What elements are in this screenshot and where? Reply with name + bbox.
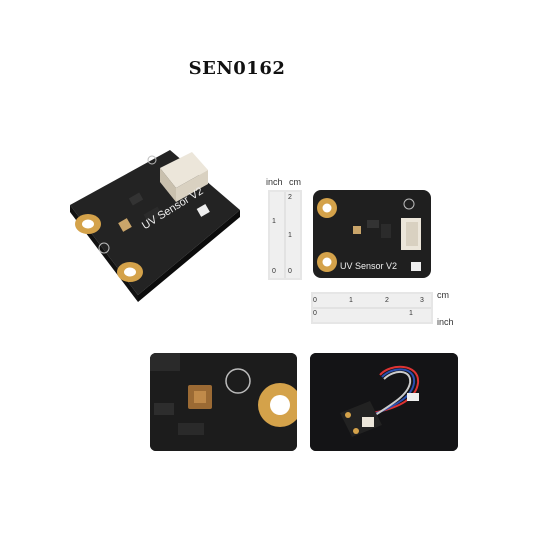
horizontal-cm-label: cm [437,290,449,300]
board-topview-photo [313,190,431,278]
board-main-photo [70,150,240,302]
vertical-inch-tick-0: 0 [272,268,276,275]
vertical-cm-tick-1: 1 [288,232,292,239]
vertical-cm-tick-2: 2 [288,194,292,201]
product-code-title: SEN0162 [188,58,286,79]
horizontal-cm-tick-0: 0 [313,297,317,304]
horizontal-ruler [311,292,433,324]
board-closeup-photo [150,353,297,451]
vertical-ruler-inch-label: inch [266,177,283,187]
vertical-ruler [268,190,302,280]
horizontal-cm-tick-1: 1 [349,297,353,304]
vertical-inch-tick-1: 1 [272,218,276,225]
horizontal-inch-label: inch [437,317,454,327]
closeup-graphic [150,353,297,451]
vertical-ruler-cm-label: cm [289,177,301,187]
horizontal-inch-tick-0: 0 [313,310,317,317]
vertical-cm-tick-0: 0 [288,268,292,275]
horizontal-inch-tick-1: 1 [409,310,413,317]
board-with-cable-photo [310,353,458,451]
wired-graphic [310,353,458,451]
horizontal-cm-tick-3: 3 [420,297,424,304]
horizontal-cm-tick-2: 2 [385,297,389,304]
topview-silkscreen-label: UV Sensor V2 [340,261,398,271]
